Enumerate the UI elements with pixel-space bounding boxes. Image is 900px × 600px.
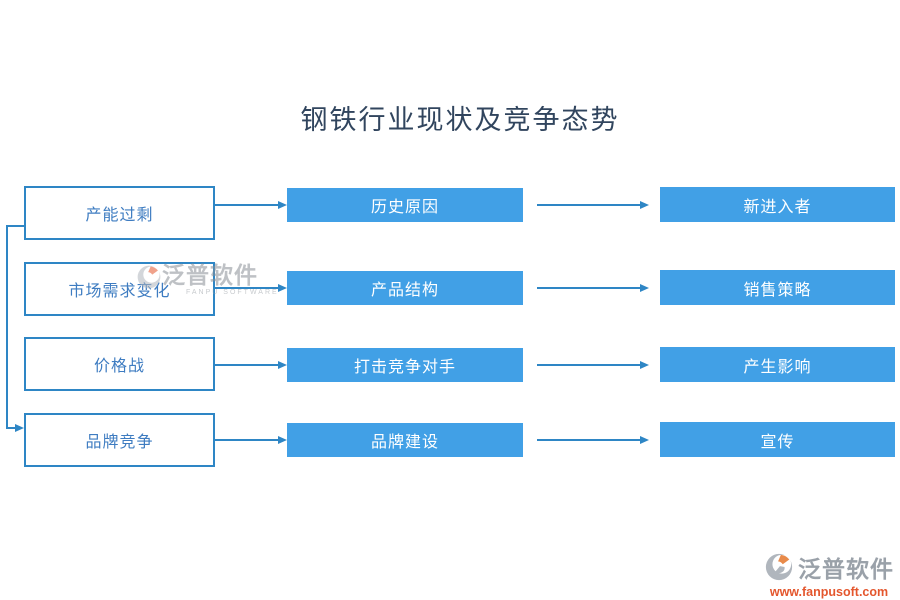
brand-url: www.fanpusoft.com bbox=[769, 585, 889, 599]
node-brand-competition: 品牌竞争 bbox=[24, 413, 215, 467]
node-sales-strategy: 销售策略 bbox=[660, 270, 895, 305]
node-price-war: 价格战 bbox=[24, 337, 215, 391]
brand-name: 泛普软件 bbox=[798, 556, 894, 582]
node-historical-reason: 历史原因 bbox=[287, 188, 523, 222]
brand-logo: 泛普软件 www.fanpusoft.com bbox=[760, 550, 898, 599]
arrow-loop-box1-box4 bbox=[6, 225, 24, 432]
node-attack-competitors: 打击竞争对手 bbox=[287, 348, 523, 382]
node-capacity-surplus: 产能过剩 bbox=[24, 186, 215, 240]
node-market-demand-change: 市场需求变化 bbox=[24, 262, 215, 316]
node-product-structure: 产品结构 bbox=[287, 271, 523, 305]
node-new-entrants: 新进入者 bbox=[660, 187, 895, 222]
node-publicity: 宣传 bbox=[660, 422, 895, 457]
page-title: 钢铁行业现状及竞争态势 bbox=[300, 105, 620, 135]
node-brand-building: 品牌建设 bbox=[287, 423, 523, 457]
node-generate-impact: 产生影响 bbox=[660, 347, 895, 382]
brand-logo-icon bbox=[765, 553, 793, 581]
